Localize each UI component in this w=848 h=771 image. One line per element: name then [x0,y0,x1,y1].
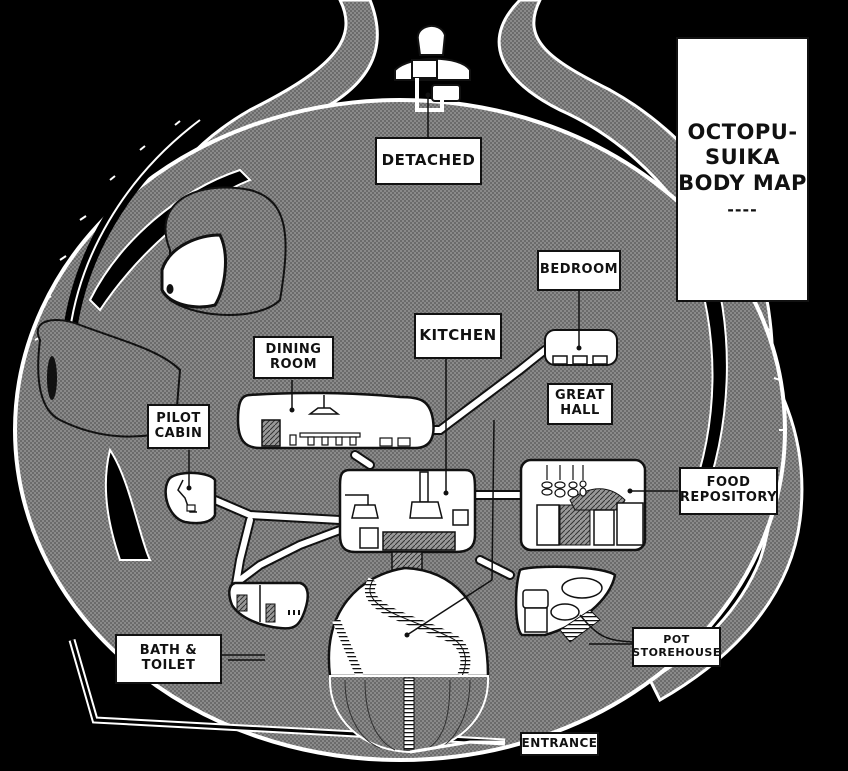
body-shadow [104,447,152,561]
label-dining-room: DINING ROOM [253,336,334,379]
map-title: OCTOPU- SUIKA BODY MAP [678,120,807,195]
dining-room [236,380,435,450]
kitchen-room [338,350,477,554]
label-bath-toilet: BATH & TOILET [115,634,222,684]
food-repository-room [519,458,678,552]
label-detached: DETACHED [375,137,482,185]
great-hall-room [327,419,495,679]
label-pot-storehouse: POT STOREHOUSE [632,627,721,667]
entrance-hatch [328,675,505,754]
label-entrance: ENTRANCE [520,732,599,756]
octopus-eye [160,186,287,316]
title-decoration: ---- [727,199,758,219]
label-bedroom: BEDROOM [537,250,621,291]
label-food-repository: FOOD REPOSITORY [679,467,778,515]
label-kitchen: KITCHEN [414,313,502,359]
corridors [210,345,550,595]
map-title-panel: OCTOPU- SUIKA BODY MAP ---- [676,37,809,302]
label-pilot-cabin: PILOT CABIN [147,404,210,449]
pilot-cabin-room [164,450,217,525]
label-great-hall: GREAT HALL [547,383,613,425]
bedroom-room [544,290,618,366]
leader-lines [228,643,632,661]
bath-toilet-room [222,581,309,656]
pot-storehouse-room [514,565,633,643]
